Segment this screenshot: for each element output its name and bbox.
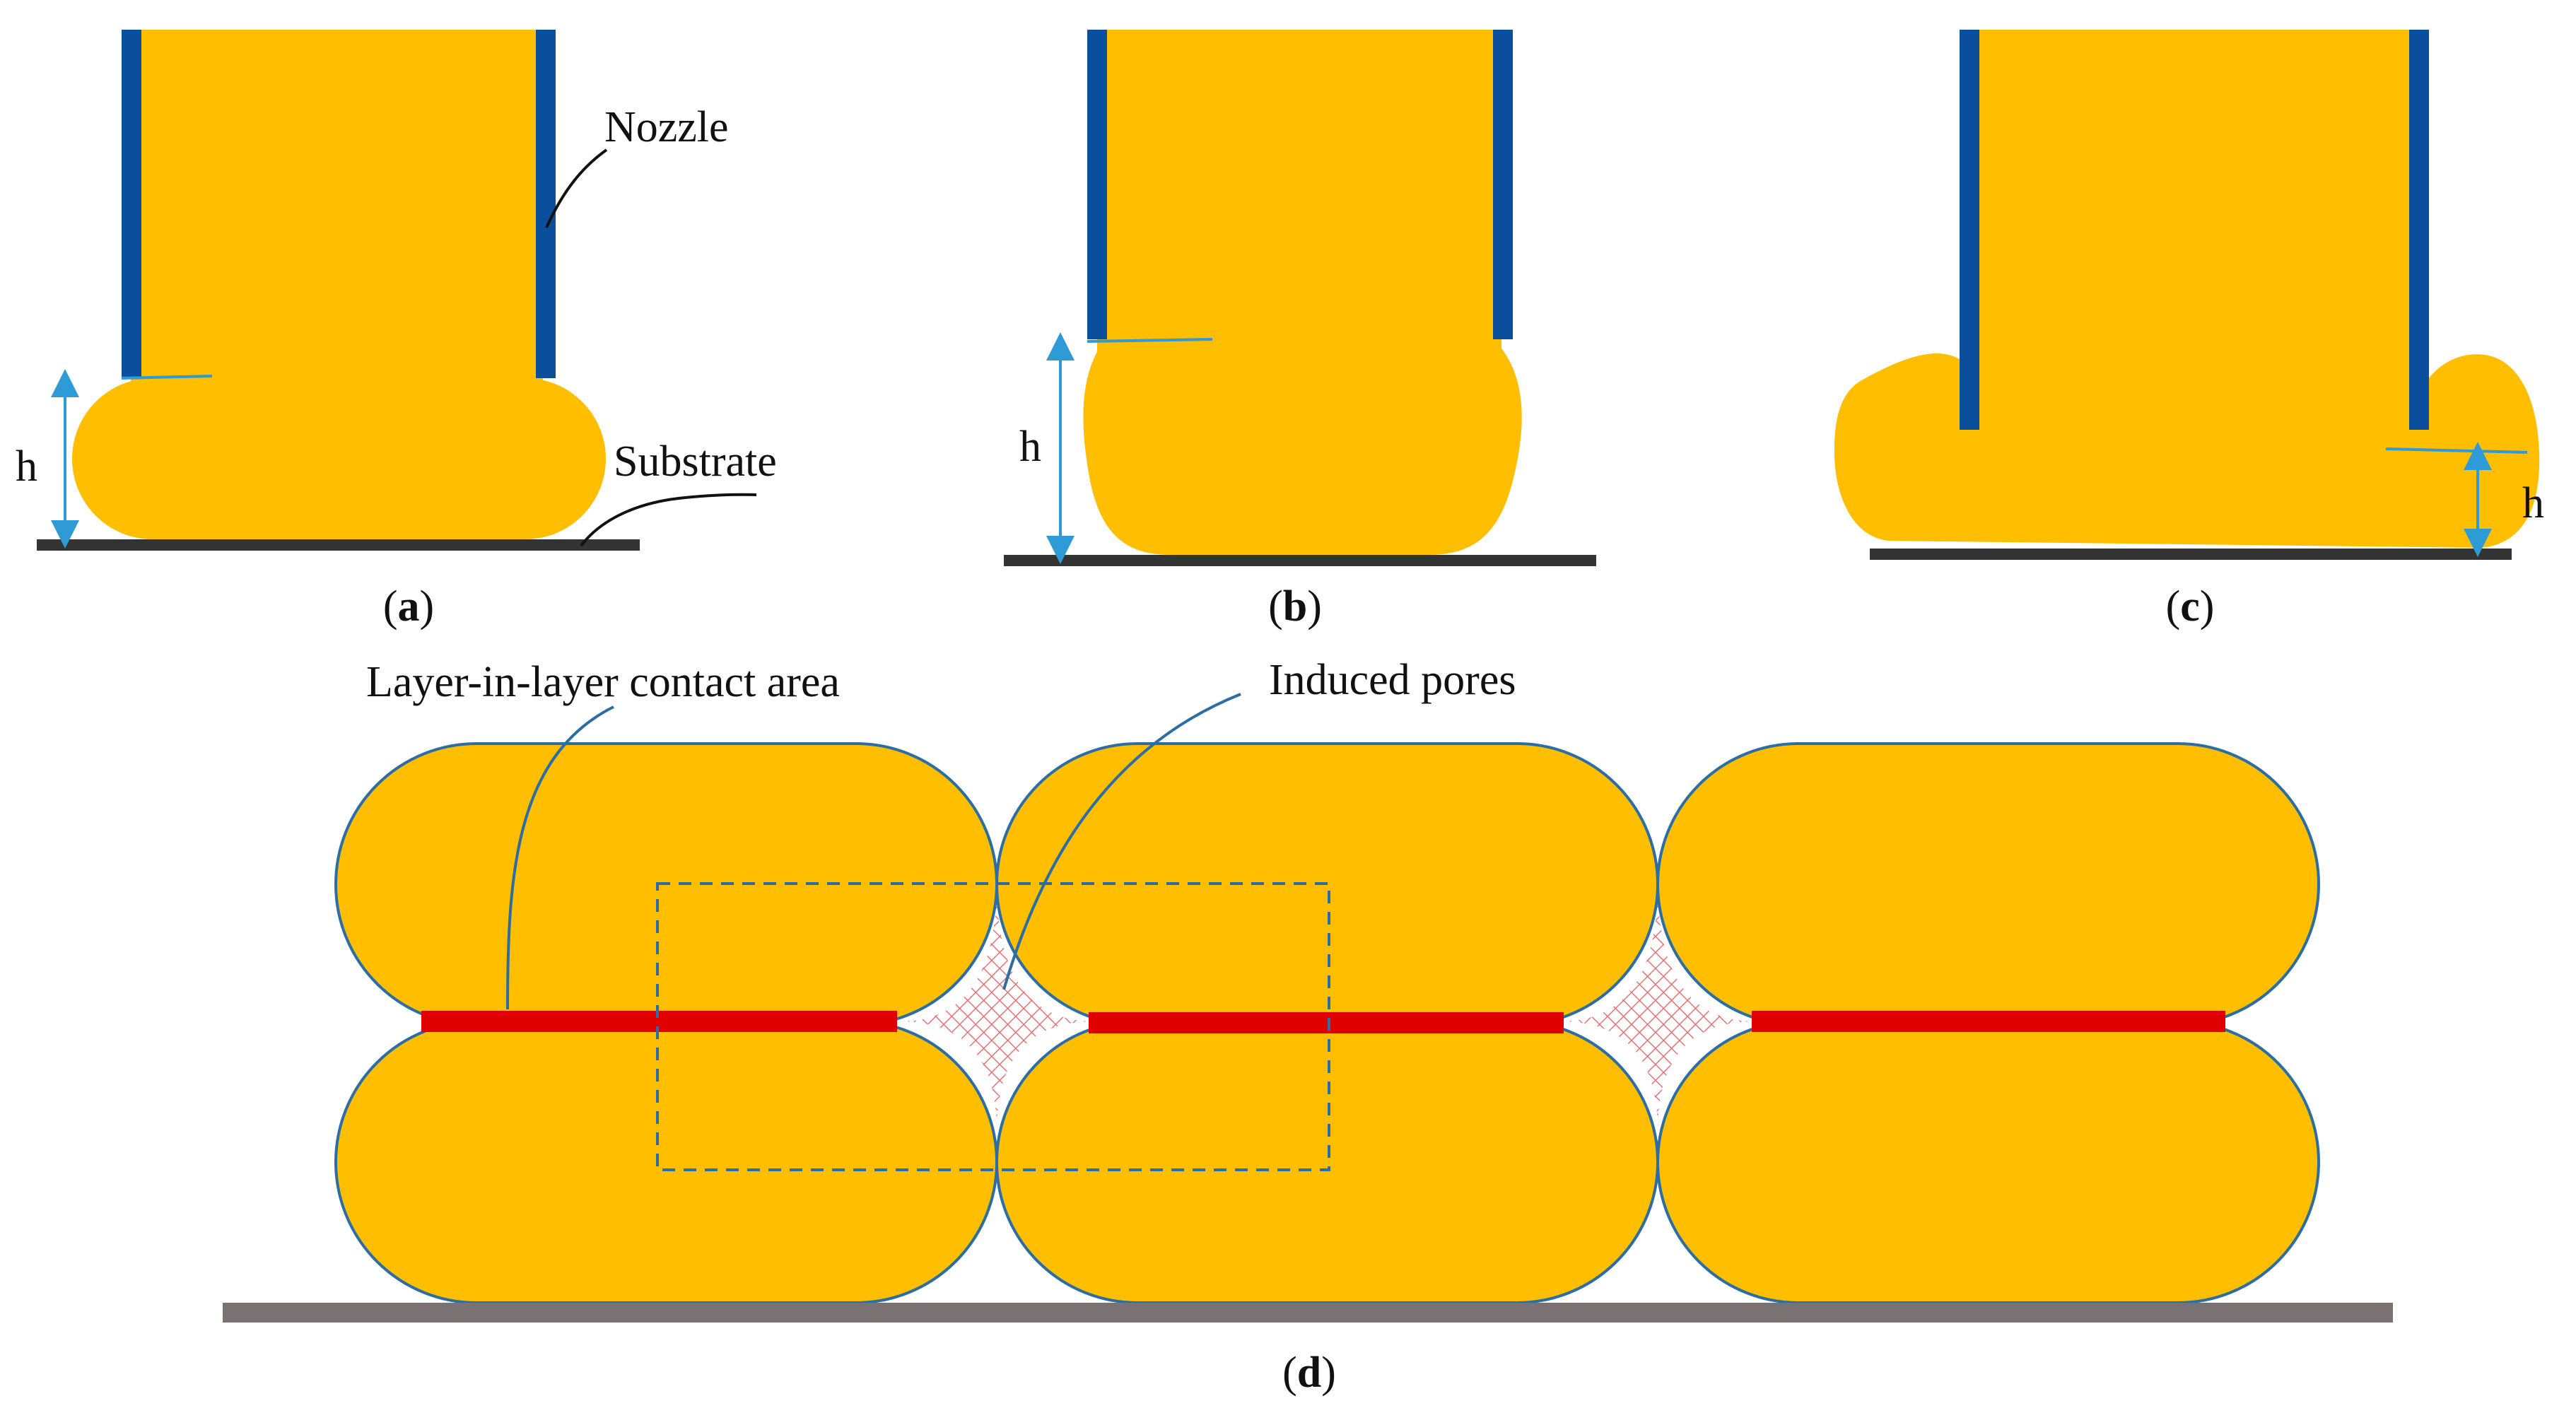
panel-caption-a: (a): [383, 582, 434, 631]
induced-pore-right: [1560, 884, 1755, 1131]
substrate-d: [223, 1303, 2393, 1323]
filament-bottom-3: [1656, 1020, 2320, 1304]
nozzle-label: Nozzle: [604, 103, 729, 151]
nozzle-flow-b: [1097, 30, 1501, 355]
pores-leader-line: [1002, 693, 1241, 990]
contact-area-3: [1752, 1011, 2225, 1032]
panel-caption-c: (c): [2166, 582, 2215, 631]
substrate-label: Substrate: [614, 438, 777, 486]
nozzle-wall-left-c: [1960, 30, 1979, 430]
nozzle-wall-right-a: [536, 30, 556, 378]
panel-d: Layer-in-layer contact area Induced pore…: [223, 656, 2393, 1397]
substrate-a: [37, 539, 640, 551]
nozzle-wall-left-b: [1087, 30, 1107, 339]
contact-area-leader-line: [506, 705, 614, 1010]
deposited-bead-c: [1834, 353, 2540, 548]
induced-pore-left: [899, 884, 1094, 1131]
panel-caption-d: (d): [1282, 1349, 1336, 1397]
height-reference-line-a: [121, 375, 213, 380]
substrate-leader-line: [580, 493, 757, 547]
panel-caption-b: (b): [1268, 582, 1322, 631]
deposited-bead-b: [1083, 341, 1522, 555]
nozzle-wall-right-c: [2409, 30, 2429, 430]
contact-area-label: Layer-in-layer contact area: [366, 658, 840, 706]
filament-bottom-2: [995, 1020, 1659, 1304]
filament-top-3: [1656, 742, 2320, 1026]
height-label-b: h: [1019, 423, 1041, 471]
height-reference-line-c: [2385, 447, 2528, 454]
filament-bottom-1: [334, 1020, 998, 1304]
contact-area-1: [421, 1011, 897, 1032]
nozzle-wall-right-b: [1493, 30, 1513, 339]
nozzle-flow-c: [1976, 30, 2413, 426]
substrate-b: [1004, 555, 1596, 566]
nozzle-leader-line: [545, 148, 608, 228]
nozzle-flow-a: [131, 30, 543, 383]
nozzle-wall-left-a: [122, 30, 141, 378]
height-reference-line-b: [1087, 338, 1213, 343]
height-label-c: h: [2522, 479, 2544, 527]
deposited-bead-a: [72, 378, 606, 539]
panel-b: h (b): [1004, 30, 1596, 631]
panel-a: h Nozzle Substrate (a): [16, 30, 777, 631]
representative-region-box: [656, 882, 1330, 1171]
substrate-c: [1870, 549, 2512, 560]
contact-area-2: [1089, 1012, 1564, 1033]
height-label-a: h: [16, 442, 37, 491]
pores-label: Induced pores: [1269, 656, 1516, 704]
panel-c: h (c): [1834, 30, 2544, 631]
